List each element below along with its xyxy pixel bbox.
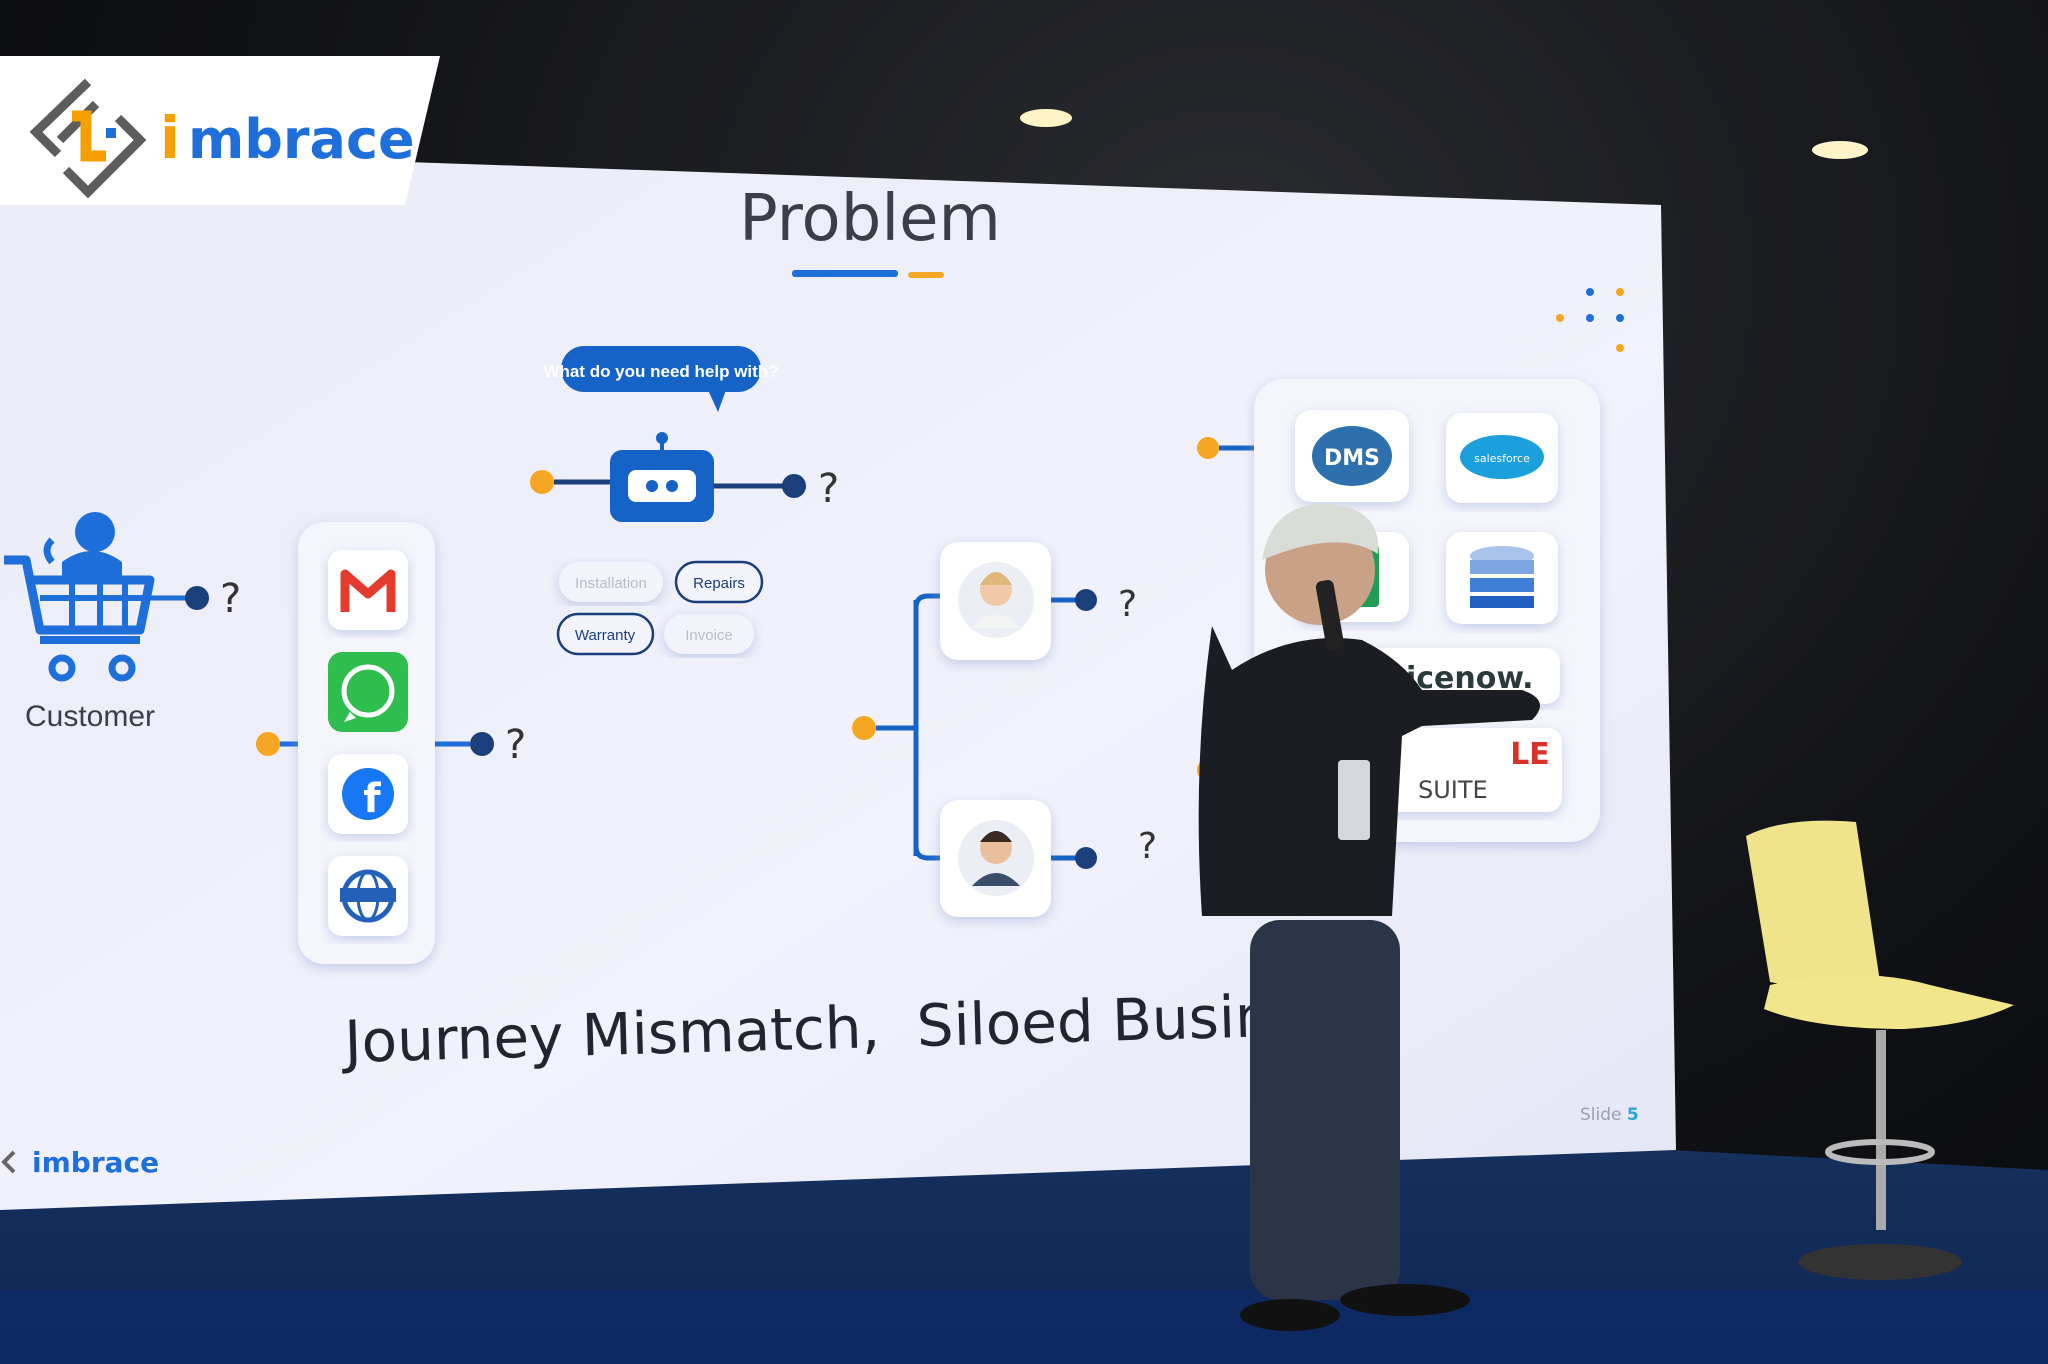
chip-label: Installation — [575, 575, 647, 592]
database-icon — [1446, 532, 1558, 624]
connector-dot — [256, 732, 280, 756]
bot-bubble-text: What do you need help with? — [543, 362, 778, 381]
presenter — [1198, 503, 1540, 1331]
decorative-dots — [1556, 288, 1624, 352]
slide-number: Slide 5 — [1580, 1105, 1639, 1125]
whatsapp-icon — [328, 652, 408, 732]
svg-text:f: f — [363, 776, 381, 822]
channels-panel — [298, 522, 435, 964]
salesforce-label: salesforce — [1474, 452, 1530, 465]
slide-number-value: 5 — [1627, 1105, 1639, 1125]
chip-repairs: Repairs — [674, 560, 764, 604]
connector-dot — [470, 732, 494, 756]
chip-label: Invoice — [685, 627, 733, 644]
facebook-icon: f — [328, 754, 408, 834]
shopping-cart-icon — [4, 512, 155, 682]
chip-invoice: Invoice — [664, 614, 754, 654]
chatbot-icon — [610, 432, 714, 522]
title-underline-orange — [908, 272, 944, 278]
slide-label: Slide — [1580, 1105, 1622, 1125]
agent-card-male — [940, 800, 1051, 917]
svg-text:i: i — [160, 104, 180, 172]
gmail-icon — [328, 550, 408, 630]
stage-edge — [0, 1290, 2048, 1364]
slide-title: Problem — [739, 182, 1001, 256]
connector-dot — [185, 586, 209, 610]
title-underline-blue — [792, 270, 898, 277]
svg-text:mbrace: mbrace — [188, 108, 415, 171]
connector-dot — [530, 470, 554, 494]
unknown-marker: ? — [1138, 826, 1157, 867]
customer-label: Customer — [25, 700, 155, 733]
netsuite-logo: LE SUITE — [1418, 737, 1550, 804]
ceiling-light — [1020, 109, 1072, 127]
agent-card-female — [940, 542, 1051, 660]
imbrace-logo: i imbrace mbrace — [29, 78, 415, 199]
unknown-marker: ? — [1118, 584, 1137, 625]
footer-logo-text: imbrace — [32, 1146, 159, 1179]
connector-dot — [1075, 847, 1097, 869]
unknown-marker: ? — [220, 576, 241, 622]
web-globe-icon — [328, 856, 408, 936]
connector-dot — [852, 716, 876, 740]
dms-label: DMS — [1324, 446, 1380, 471]
chip-installation: Installation — [559, 562, 663, 602]
dms-logo: DMS — [1295, 410, 1409, 502]
connector-branch — [876, 593, 940, 861]
chip-warranty: Warranty — [556, 612, 655, 656]
bot-speech-bubble-tail — [708, 390, 726, 412]
netsuite-logo-mark: LE — [1510, 737, 1550, 772]
ceiling-light — [1812, 141, 1868, 159]
salesforce-logo: salesforce — [1446, 413, 1558, 503]
bar-stool — [1746, 820, 2014, 1280]
unknown-marker: ? — [818, 466, 839, 512]
chip-label: Repairs — [693, 575, 745, 592]
unknown-marker: ? — [505, 722, 526, 768]
connector-dot — [1197, 437, 1219, 459]
chip-label: Warranty — [575, 627, 636, 644]
footer-imbrace-logo: imbrace — [1, 1146, 159, 1179]
connector-dot — [1075, 589, 1097, 611]
connector-dot — [782, 474, 806, 498]
bot-speech-bubble — [561, 346, 761, 392]
netsuite-label: SUITE — [1418, 776, 1488, 804]
